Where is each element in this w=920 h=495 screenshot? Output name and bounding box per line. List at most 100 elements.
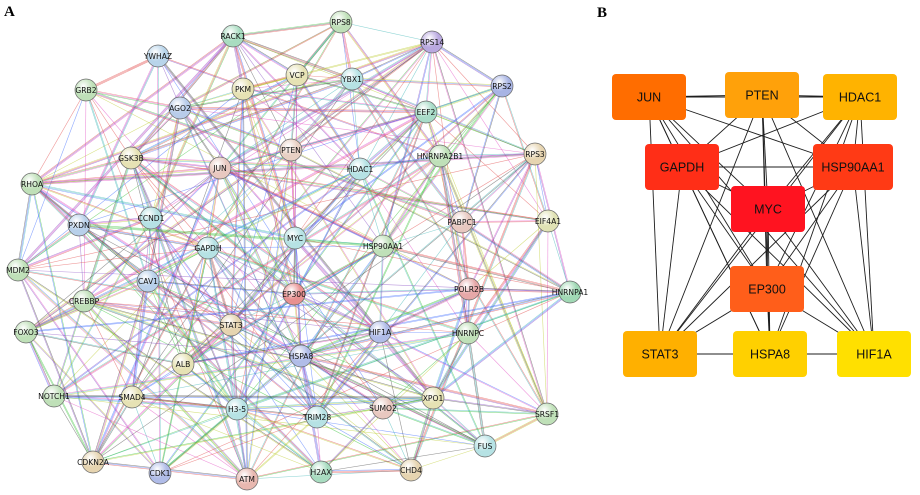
string-edge-ago2-eef2 <box>180 106 427 112</box>
hub-node-stat3[interactable]: STAT3 <box>623 331 697 377</box>
string-node-vcp[interactable]: VCP <box>285 63 309 87</box>
string-node-eef2[interactable]: EEF2 <box>414 100 438 124</box>
string-node-hnrnpa2b1[interactable]: HNRNPA2B1 <box>417 144 464 168</box>
string-node-notch1[interactable]: NOTCH1 <box>38 384 70 408</box>
string-node-atm[interactable]: ATM <box>235 467 259 491</box>
string-node-hsp90aa1[interactable]: HSP90AA1 <box>363 234 403 258</box>
string-node-ep300[interactable]: EP300 <box>282 282 306 306</box>
string-edge-eif4a1-pabpc1 <box>462 221 549 223</box>
string-node-ywhaz[interactable]: YWHAZ <box>143 44 172 68</box>
string-node-rps8[interactable]: RPS8 <box>329 10 353 34</box>
string-node-ball <box>421 386 445 410</box>
string-edge-h3-5-xpo1 <box>236 397 434 410</box>
string-node-mdm2[interactable]: MDM2 <box>6 258 30 282</box>
string-edge-cav1-ep300 <box>147 281 294 295</box>
string-edge-ep300-stat3 <box>230 293 295 326</box>
string-edge-rps14-eef2 <box>425 41 432 112</box>
string-edge-rps14-jun <box>219 41 433 169</box>
hub-node-hsp90aa1[interactable]: HSP90AA1 <box>813 144 893 190</box>
string-node-sumo2[interactable]: SUMO2 <box>369 396 397 420</box>
string-node-ccnd1[interactable]: CCND1 <box>138 206 165 230</box>
string-node-label: HNRNPA1 <box>552 288 589 297</box>
string-node-foxo3[interactable]: FOXO3 <box>13 320 39 344</box>
string-node-myc[interactable]: MYC <box>283 226 307 250</box>
string-node-rps14[interactable]: RPS14 <box>420 30 445 54</box>
string-edge-pkm-eef2 <box>242 89 426 113</box>
string-node-grb2[interactable]: GRB2 <box>74 78 98 102</box>
string-node-trim28[interactable]: TRIM28 <box>302 405 332 429</box>
string-node-pabpc1[interactable]: PABPC1 <box>447 210 477 234</box>
string-edge-hnrnpa2b1-srsf1 <box>440 155 549 414</box>
string-node-stat3[interactable]: STAT3 <box>220 313 243 337</box>
string-node-h2ax[interactable]: H2AX <box>309 460 333 484</box>
hub-node-box <box>623 331 697 377</box>
string-node-pten[interactable]: PTEN <box>279 138 303 162</box>
string-node-alb[interactable]: ALB <box>171 352 195 376</box>
hub-node-box <box>733 331 807 377</box>
string-node-ago2[interactable]: AGO2 <box>168 96 192 120</box>
string-node-xpo1[interactable]: XPO1 <box>421 386 445 410</box>
string-node-rhoa[interactable]: RHOA <box>20 172 44 196</box>
string-node-hnrnpc[interactable]: HNRNPC <box>452 321 484 345</box>
string-edge-stat3-hspa8 <box>230 324 302 357</box>
string-node-srsf1[interactable]: SRSF1 <box>535 402 559 426</box>
string-edge-hnrnpc-notch1 <box>53 332 469 397</box>
string-node-chd4[interactable]: CHD4 <box>399 458 423 482</box>
string-node-ball <box>20 172 44 196</box>
string-edge-rhoa-mdm2 <box>16 183 32 270</box>
string-node-jun[interactable]: JUN <box>208 156 232 180</box>
string-edge-ep300-fus <box>293 294 485 447</box>
hub-node-ep300[interactable]: EP300 <box>730 266 804 312</box>
string-edge-fus-h2ax <box>320 445 486 473</box>
string-edge-rack1-ybx1 <box>233 34 353 79</box>
string-edge-ccnd1-notch1 <box>54 218 152 397</box>
string-edge-rack1-vcp <box>232 36 297 77</box>
string-node-polr2b[interactable]: POLR2B <box>454 277 484 301</box>
string-node-cdk1[interactable]: CDK1 <box>148 461 172 485</box>
string-node-hnrnpa1[interactable]: HNRNPA1 <box>552 280 589 304</box>
string-node-pxdn[interactable]: PXDN <box>67 213 91 237</box>
hub-edge-myc-hif1a <box>767 208 875 355</box>
string-node-fus[interactable]: FUS <box>473 434 497 458</box>
string-node-hif1a[interactable]: HIF1A <box>368 320 392 344</box>
string-edge-polr2b-xpo1 <box>431 288 469 398</box>
hub-node-label: HSP90AA1 <box>821 161 884 175</box>
string-node-hdac1[interactable]: HDAC1 <box>347 157 374 181</box>
string-node-hspa8[interactable]: HSPA8 <box>289 344 314 368</box>
string-node-eif4a1[interactable]: EIF4A1 <box>535 209 561 233</box>
string-node-label: XPO1 <box>423 394 444 403</box>
string-edge-rps8-hnrnpa2b1 <box>340 22 440 157</box>
hub-node-hspa8[interactable]: HSPA8 <box>733 331 807 377</box>
hub-node-hdac1[interactable]: HDAC1 <box>823 74 897 120</box>
hub-node-gapdh[interactable]: GAPDH <box>645 144 719 190</box>
string-edge-rps3-trim28 <box>317 154 536 418</box>
string-edge-stat3-cdkn2a <box>93 325 232 463</box>
hub-node-pten[interactable]: PTEN <box>725 72 799 118</box>
string-node-ball <box>279 138 303 162</box>
string-edge-ep300-hif1a <box>293 293 381 333</box>
string-node-pkm[interactable]: PKM <box>231 77 255 101</box>
hub-node-myc[interactable]: MYC <box>731 186 805 232</box>
string-edge-rhoa-sumo2 <box>31 184 383 410</box>
hub-node-jun[interactable]: JUN <box>612 74 686 120</box>
hub-node-label: JUN <box>637 91 661 105</box>
string-edge-myc-hif1a <box>294 238 380 333</box>
string-edge-h3-5-xpo1 <box>237 398 434 411</box>
string-node-rps3[interactable]: RPS3 <box>523 142 547 166</box>
string-node-cdkn2a[interactable]: CDKN2A <box>77 450 110 474</box>
hub-node-hif1a[interactable]: HIF1A <box>837 331 911 377</box>
string-node-h3-5[interactable]: H3-5 <box>225 397 249 421</box>
string-edge-pxdn-hsp90aa1 <box>78 225 383 248</box>
string-node-rps2[interactable]: RPS2 <box>490 74 514 98</box>
string-node-crebbp[interactable]: CREBBP <box>69 289 100 313</box>
string-edge-mdm2-hif1a <box>17 270 380 333</box>
string-node-smad4[interactable]: SMAD4 <box>118 385 146 409</box>
string-edge-gapdh-hnrnpc <box>208 246 469 333</box>
string-edge-rack1-rhoa <box>32 36 234 185</box>
string-node-rack1[interactable]: RACK1 <box>220 24 246 48</box>
string-node-gsk3b[interactable]: GSK3B <box>118 146 144 170</box>
string-edge-fus-chd4 <box>410 445 486 471</box>
string-node-ybx1[interactable]: YBX1 <box>340 67 364 91</box>
string-node-gapdh[interactable]: GAPDH <box>194 236 222 260</box>
string-node-cav1[interactable]: CAV1 <box>136 269 160 293</box>
